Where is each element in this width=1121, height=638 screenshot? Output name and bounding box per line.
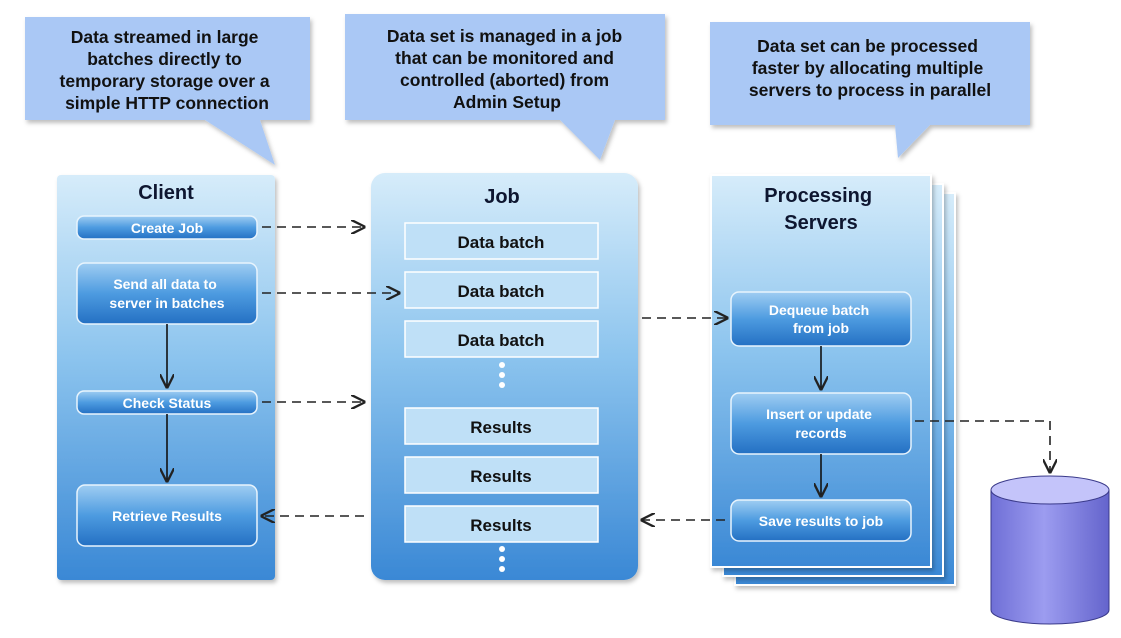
create-job-button: Create Job [76, 215, 258, 240]
job-title: Job [484, 186, 520, 208]
callout-job-managed: Data set is managed in a job that can be… [345, 14, 665, 160]
results-box: Results [404, 407, 599, 445]
callout-parallel-line: faster by allocating multiple [752, 58, 984, 78]
send-data-button: Send all data to server in batches [76, 262, 258, 325]
callout-job-line: Data set is managed in a job [387, 26, 622, 46]
data-batch-box: Data batch [404, 320, 599, 358]
data-batch-label: Data batch [458, 331, 545, 350]
dequeue-label: Dequeue batch [769, 302, 869, 318]
results-box: Results [404, 505, 599, 543]
callout-parallel-line: Data set can be processed [757, 36, 978, 56]
client-panel: Client Create Job Send all data to serve… [57, 175, 275, 580]
results-label: Results [470, 467, 531, 486]
svg-text:Data set can be processed: Data set can be processed faster by allo… [749, 36, 991, 100]
data-batch-label: Data batch [458, 233, 545, 252]
callout-parallel: Data set can be processed faster by allo… [710, 22, 1030, 158]
callout-job-line: that can be monitored and [395, 48, 614, 68]
callout-streaming: Data streamed in large batches directly … [25, 17, 310, 165]
data-batch-label: Data batch [458, 282, 545, 301]
ellipsis-dots [499, 362, 505, 388]
send-data-label: server in batches [109, 295, 224, 311]
retrieve-results-label: Retrieve Results [112, 508, 222, 524]
insert-update-label: records [795, 425, 847, 441]
results-label: Results [470, 418, 531, 437]
dequeue-label: from job [793, 320, 849, 336]
svg-text:Send all data to serve: Send all data to server in batches [109, 276, 224, 311]
insert-update-button: Insert or update records [730, 392, 912, 455]
arrow-to-database [915, 420, 1050, 472]
callout-streaming-line: Data streamed in large [71, 27, 259, 47]
results-box: Results [404, 456, 599, 494]
callout-parallel-line: servers to process in parallel [749, 80, 991, 100]
callout-streaming-line: simple HTTP connection [65, 93, 269, 113]
check-status-button: Check Status [76, 390, 258, 415]
callout-job-line: Admin Setup [453, 92, 561, 112]
processing-servers-stack: Processing Servers Dequeue batch from jo… [710, 174, 956, 586]
data-batch-box: Data batch [404, 271, 599, 309]
svg-text:Processing Servers: Processing Servers [764, 185, 877, 234]
svg-text:Dequeue batch from job: Dequeue batch from job [769, 302, 873, 336]
insert-update-label: Insert or update [766, 406, 872, 422]
svg-text:Data streamed in large b: Data streamed in large batches directly … [60, 27, 275, 113]
results-label: Results [470, 516, 531, 535]
ellipsis-dots [499, 546, 505, 572]
save-results-label: Save results to job [759, 513, 883, 529]
dequeue-batch-button: Dequeue batch from job [730, 291, 912, 347]
svg-text:Data set is managed in a job: Data set is managed in a job that can be… [387, 26, 627, 112]
client-title: Client [138, 182, 194, 204]
servers-title: Processing [764, 185, 872, 207]
database-icon [990, 475, 1110, 625]
retrieve-results-button: Retrieve Results [76, 484, 258, 547]
data-batch-box: Data batch [404, 222, 599, 260]
job-panel: Job Data batch Data batch Data batch Res… [371, 173, 638, 580]
check-status-label: Check Status [123, 395, 212, 411]
svg-text:Insert or update recor: Insert or update records [766, 406, 876, 441]
callout-job-line: controlled (aborted) from [400, 70, 609, 90]
save-results-button: Save results to job [730, 499, 912, 542]
callout-streaming-line: temporary storage over a [60, 71, 270, 91]
create-job-label: Create Job [131, 220, 203, 236]
servers-title: Servers [784, 212, 857, 234]
send-data-label: Send all data to [113, 276, 216, 292]
callout-streaming-line: batches directly to [87, 49, 242, 69]
